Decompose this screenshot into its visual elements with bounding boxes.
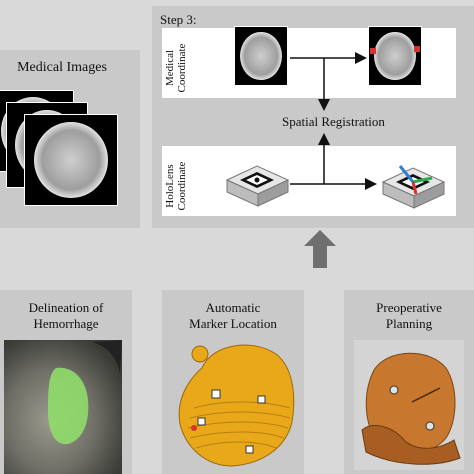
delineation-label-line1: Delineation of xyxy=(28,300,104,315)
head-model-orange xyxy=(354,340,464,470)
panel-delineation: Delineation of Hemorrhage xyxy=(0,290,132,474)
marker-cube-left xyxy=(225,165,290,207)
ct-hemorrhage-image xyxy=(4,340,122,474)
marker-location-label-line1: Automatic xyxy=(205,300,261,315)
spatial-registration-label: Spatial Registration xyxy=(282,114,385,129)
marker-red-dot-2 xyxy=(414,46,420,52)
delineation-label-line2: Hemorrhage xyxy=(33,316,99,331)
preoperative-label-line1: Preoperative xyxy=(376,300,442,315)
head-model-yellow xyxy=(172,338,298,470)
marker-red-dot-1 xyxy=(370,48,376,54)
marker-cube-right xyxy=(381,165,446,209)
up-arrow xyxy=(304,230,336,268)
ct-slice-front xyxy=(24,114,118,206)
medical-images-panel: Medical Images xyxy=(0,50,140,228)
marker-location-label-line2: Marker Location xyxy=(189,316,277,331)
medical-images-label: Medical Images xyxy=(17,60,107,75)
preoperative-label-line2: Planning xyxy=(385,316,433,331)
ct-medical-right xyxy=(368,26,422,86)
step-label: Step 3: xyxy=(160,12,197,27)
step3-panel: Step 3: Medical Coordinate Spatial Regis… xyxy=(152,6,474,228)
hemorrhage-region xyxy=(48,340,122,445)
ct-medical-left xyxy=(234,26,288,86)
panel-marker-location: Automatic Marker Location xyxy=(162,290,304,474)
panel-preoperative: Preoperative Planning xyxy=(344,290,474,474)
registration-arrows xyxy=(290,52,377,190)
